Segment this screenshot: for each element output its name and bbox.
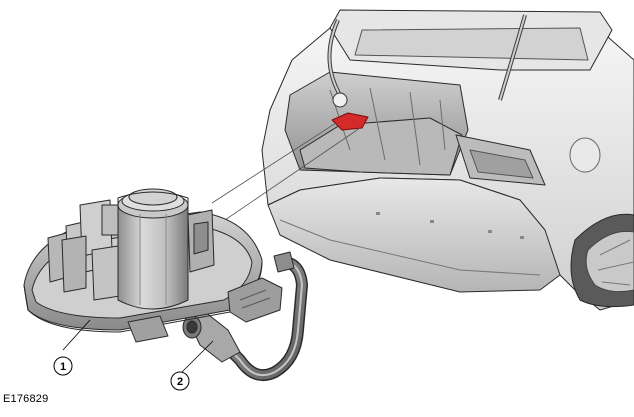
fuel-filler-flap bbox=[569, 137, 601, 173]
callout-1-number: 1 bbox=[60, 361, 66, 373]
zoom-leader-lines bbox=[211, 122, 361, 221]
rear-bumper bbox=[267, 177, 561, 293]
figure-id-label: E176829 bbox=[3, 393, 49, 405]
canister-cylinder bbox=[117, 204, 189, 310]
vehicle-rear bbox=[261, 9, 634, 311]
hose-assembly bbox=[182, 251, 308, 381]
callout-1: 1 bbox=[53, 319, 91, 376]
electrical-connector bbox=[227, 277, 283, 323]
installed-location-highlight bbox=[331, 112, 369, 131]
vapour-canister-module bbox=[23, 188, 283, 343]
callout-2: 2 bbox=[170, 340, 214, 391]
callout-2-number: 2 bbox=[177, 376, 183, 388]
